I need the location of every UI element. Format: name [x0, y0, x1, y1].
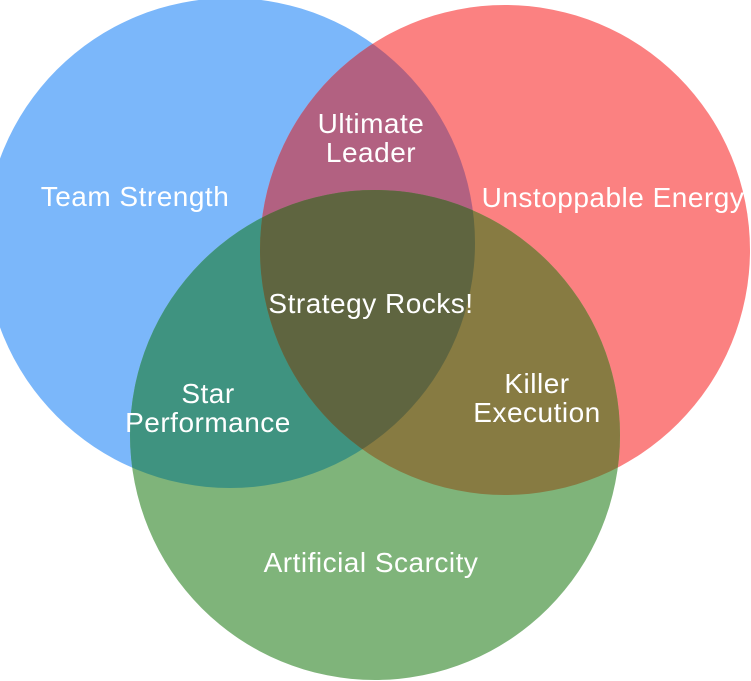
killer-execution-label-line2: Execution	[473, 397, 600, 428]
star-performance-label-line1: Star	[181, 378, 234, 409]
triple-overlap-inner	[260, 190, 475, 488]
star-performance-label-line2: Performance	[125, 407, 291, 438]
triple-overlap-region	[260, 190, 475, 488]
killer-execution-label-line1: Killer	[504, 368, 569, 399]
strategy-rocks-label: Strategy Rocks!	[268, 288, 473, 319]
unstoppable-energy-label: Unstoppable Energy	[482, 182, 745, 213]
ultimate-leader-label-line2: Leader	[326, 137, 416, 168]
triple-overlap-shape	[260, 190, 475, 488]
ultimate-leader-label-line1: Ultimate	[318, 108, 425, 139]
team-strength-label: Team Strength	[41, 181, 230, 212]
artificial-scarcity-label: Artificial Scarcity	[264, 547, 479, 578]
